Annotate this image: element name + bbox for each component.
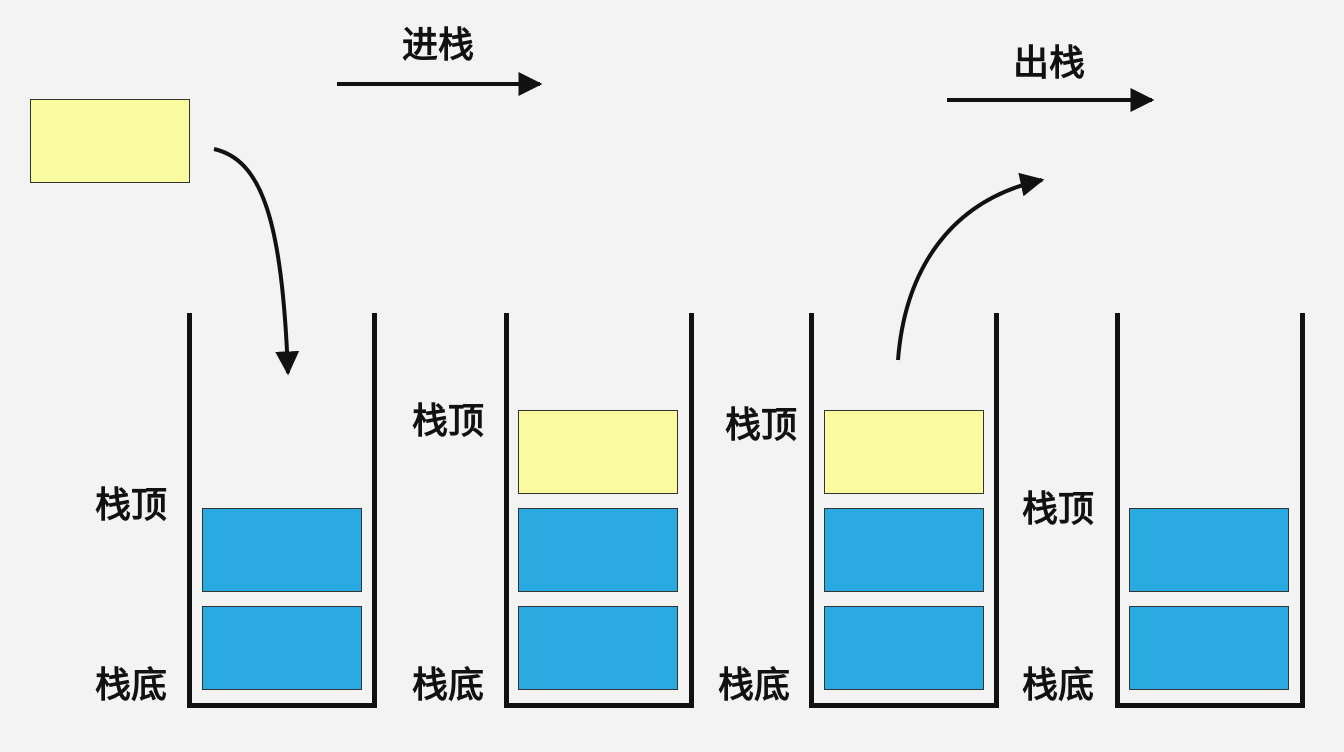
stack-4-element-2 [1129, 508, 1289, 592]
stack-2-bottom-label: 栈底 [412, 665, 485, 706]
stack-1-container [187, 313, 377, 708]
incoming-element [30, 99, 190, 183]
push-label: 进栈 [402, 25, 475, 66]
stack-2-top-label: 栈顶 [412, 401, 485, 442]
stack-3-element-1 [824, 606, 984, 690]
stack-3-bottom-label: 栈底 [718, 665, 791, 706]
pop-label: 出栈 [1013, 43, 1086, 84]
stack-3-element-2 [824, 508, 984, 592]
stack-3-top-label: 栈顶 [725, 405, 798, 446]
stack-2-element-3 [518, 410, 678, 494]
stack-1-element-1 [202, 606, 362, 690]
stack-4-container [1115, 313, 1305, 708]
stack-3-container [809, 313, 999, 708]
stack-3-element-3 [824, 410, 984, 494]
push-curve-arrow [213, 147, 300, 376]
stack-2-element-2 [518, 508, 678, 592]
stack-1-bottom-label: 栈底 [95, 665, 168, 706]
stack-4-element-1 [1129, 606, 1289, 690]
stack-1-element-2 [202, 508, 362, 592]
stack-4-bottom-label: 栈底 [1022, 665, 1095, 706]
pop-curve-arrow [896, 172, 1045, 361]
stack-2-container [504, 313, 694, 708]
stack-4-top-label: 栈顶 [1022, 489, 1095, 530]
stack-1-top-label: 栈顶 [95, 485, 168, 526]
stack-2-element-1 [518, 606, 678, 690]
